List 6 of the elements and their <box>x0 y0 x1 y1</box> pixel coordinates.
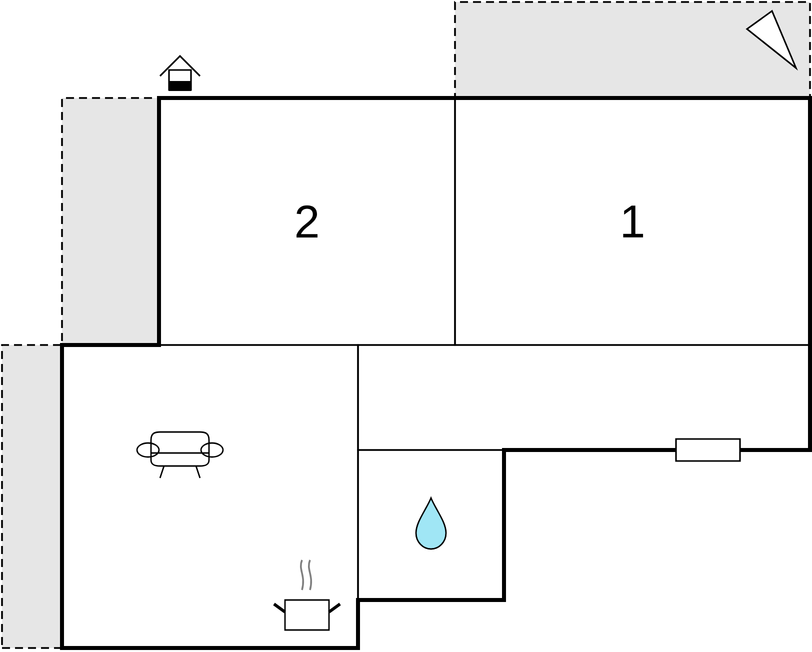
node-label: 2 <box>296 205 318 238</box>
terrace <box>1 344 63 649</box>
terrace <box>454 1 811 99</box>
room <box>357 449 505 601</box>
terrace <box>61 97 160 346</box>
room: 1 <box>454 97 811 346</box>
